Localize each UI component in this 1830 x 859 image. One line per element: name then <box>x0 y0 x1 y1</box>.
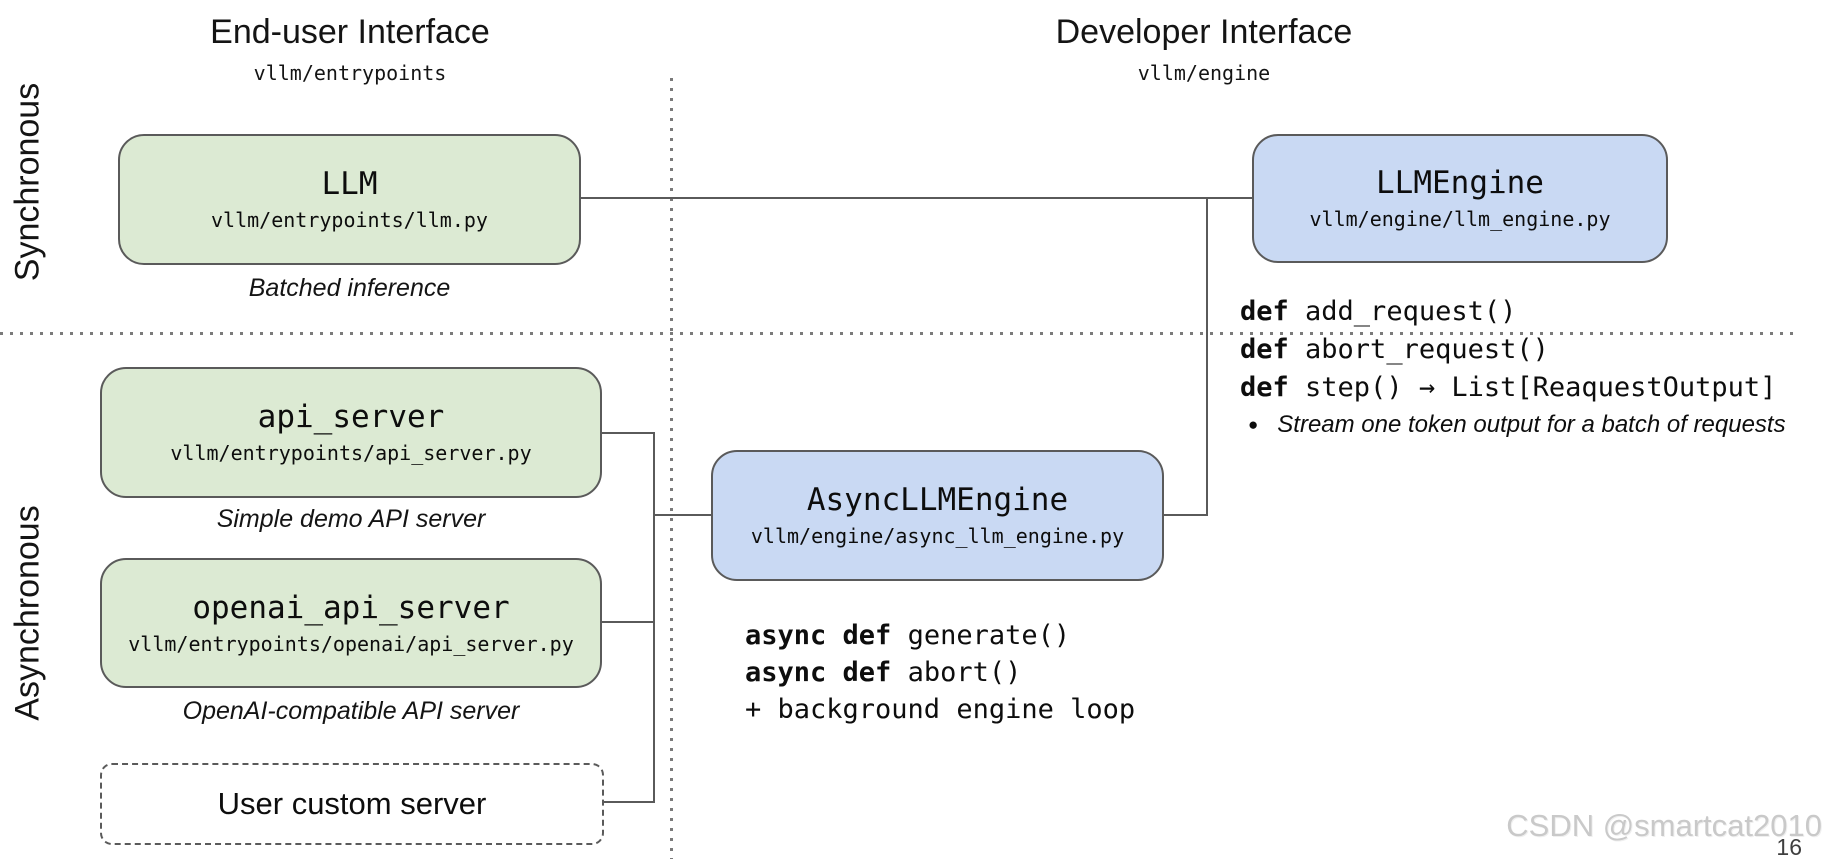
vertical-divider-dotted <box>670 78 673 859</box>
developer-interface-title: Developer Interface <box>1055 13 1353 51</box>
node-openai-api-server-path: vllm/entrypoints/openai/api_server.py <box>128 631 574 656</box>
node-api-server-title: api_server <box>257 399 445 435</box>
row-label-asynchronous: Asynchronous <box>8 505 47 721</box>
connector-llm-to-llmengine <box>581 197 1252 199</box>
code-line-step: def step() → List[ReaquestOutput] <box>1240 369 1786 407</box>
connector-openai-elbow <box>602 621 655 623</box>
code-text: add_request() <box>1288 296 1517 327</box>
code-line-add-request: def add_request() <box>1240 293 1786 331</box>
developer-interface-path: vllm/engine <box>1137 61 1271 85</box>
bullet-icon: ● <box>1248 415 1259 434</box>
caption-simple-demo: Simple demo API server <box>216 505 486 533</box>
connector-merge-to-asyncengine <box>655 514 713 516</box>
node-llm-engine-path: vllm/engine/llm_engine.py <box>1309 207 1611 231</box>
connector-apiserver-elbow <box>602 432 655 434</box>
node-user-custom-server: User custom server <box>100 763 604 845</box>
node-llm-title: LLM <box>321 166 378 202</box>
node-user-custom-server-title: User custom server <box>217 786 487 821</box>
node-llm-path: vllm/entrypoints/llm.py <box>211 208 488 232</box>
connector-branch-vertical <box>1206 197 1208 516</box>
node-async-llm-engine: AsyncLLMEngine vllm/engine/async_llm_eng… <box>711 450 1164 581</box>
code-text: step() → List[ReaquestOutput] <box>1288 372 1777 403</box>
connector-merge-vertical <box>653 432 655 803</box>
node-async-llm-engine-title: AsyncLLMEngine <box>806 482 1069 518</box>
def-keyword: def <box>1240 372 1289 403</box>
node-openai-api-server-title: openai_api_server <box>192 589 510 626</box>
node-llm-engine-title: LLMEngine <box>1376 165 1544 201</box>
code-line-abort: async def abort() <box>745 654 1135 691</box>
code-llmengine-methods: def add_request() def abort_request() de… <box>1240 293 1786 439</box>
page-number: 16 <box>1776 834 1802 859</box>
node-api-server: api_server vllm/entrypoints/api_server.p… <box>100 367 602 498</box>
code-text: abort() <box>891 657 1022 688</box>
def-keyword: def <box>1240 296 1289 327</box>
end-user-interface-title: End-user Interface <box>210 13 490 51</box>
node-llm-engine: LLMEngine vllm/engine/llm_engine.py <box>1252 134 1668 263</box>
connector-branch-to-asyncengine <box>1164 514 1208 516</box>
code-asyncengine-methods: async def generate() async def abort() +… <box>745 617 1135 728</box>
caption-batched-inference: Batched inference <box>248 274 451 302</box>
connector-usercustom-elbow <box>604 801 655 803</box>
stream-note-line: ● Stream one token output for a batch of… <box>1240 411 1786 439</box>
code-text: + background engine loop <box>745 694 1136 725</box>
code-text: generate() <box>891 620 1071 651</box>
node-openai-api-server: openai_api_server vllm/entrypoints/opena… <box>100 558 602 688</box>
async-def-keyword: async def <box>745 657 892 688</box>
node-api-server-path: vllm/entrypoints/api_server.py <box>170 441 532 465</box>
stream-note-text: Stream one token output for a batch of r… <box>1277 411 1786 438</box>
node-llm: LLM vllm/entrypoints/llm.py <box>118 134 581 265</box>
end-user-interface-path: vllm/entrypoints <box>253 61 447 85</box>
column-header-developer: Developer Interface vllm/engine <box>954 12 1454 85</box>
row-label-synchronous: Synchronous <box>8 82 47 282</box>
code-line-background-loop: + background engine loop <box>745 691 1135 728</box>
node-async-llm-engine-path: vllm/engine/async_llm_engine.py <box>750 524 1125 548</box>
code-line-generate: async def generate() <box>745 617 1135 654</box>
def-keyword: def <box>1240 334 1289 365</box>
watermark: CSDN @smartcat2010 <box>1506 808 1822 843</box>
async-def-keyword: async def <box>745 620 892 651</box>
code-line-abort-request: def abort_request() <box>1240 331 1786 369</box>
caption-openai-compatible: OpenAI-compatible API server <box>182 697 520 725</box>
code-text: abort_request() <box>1288 334 1549 365</box>
horizontal-divider-dotted <box>0 332 1793 335</box>
column-header-end-user: End-user Interface vllm/entrypoints <box>100 12 600 85</box>
